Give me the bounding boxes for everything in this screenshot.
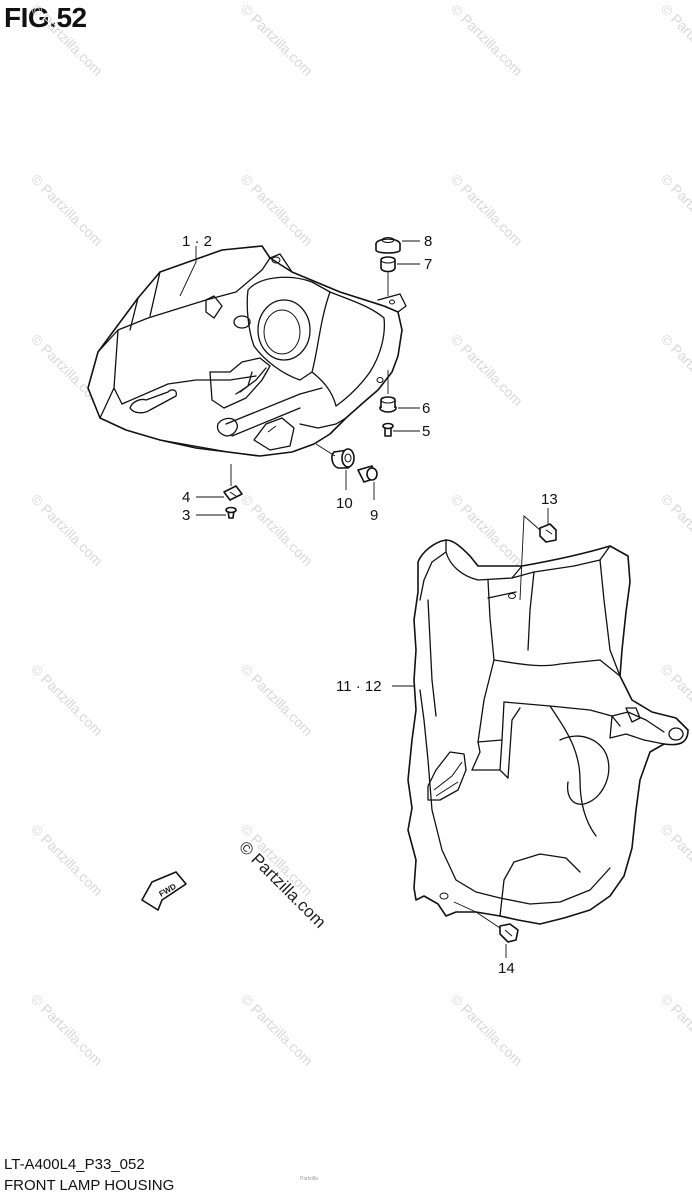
collar-10[interactable] [331, 448, 355, 469]
watermark-text: © Partzilla.com [238, 171, 316, 249]
callout-10: 10 [336, 495, 353, 512]
collar-6[interactable] [379, 396, 397, 413]
clip-14[interactable] [499, 923, 519, 943]
watermark-text: © Partzilla.com [238, 661, 316, 739]
watermark-text: © Partzilla.com [658, 331, 692, 409]
clip-nut-4[interactable] [223, 485, 243, 501]
bolt-5[interactable] [382, 422, 394, 437]
callout-9: 9 [370, 507, 378, 524]
figure-caption: FRONT LAMP HOUSING [4, 1177, 175, 1194]
watermark-text: © Partzilla.com [238, 491, 316, 569]
grommet-8[interactable] [375, 237, 401, 254]
watermark-text: © Partzilla.com [28, 1, 106, 79]
watermark-text: © Partzilla.com [28, 661, 106, 739]
callout-3: 3 [182, 507, 190, 524]
watermark-text: © Partzilla.com [658, 1, 692, 79]
watermark-text: © Partzilla.com [448, 171, 526, 249]
callout-8: 8 [424, 233, 432, 250]
watermark-text: © Partzilla.com [658, 171, 692, 249]
fwd-direction-arrow: FWD [141, 871, 187, 911]
center-watermark: © Partzilla.com [235, 837, 329, 931]
figure-title: FIG.52 [4, 2, 87, 33]
callout-7: 7 [424, 256, 432, 273]
watermark-text: © Partzilla.com [448, 1, 526, 79]
screw-3[interactable] [225, 506, 237, 519]
watermark-text: © Partzilla.com [658, 991, 692, 1069]
callout-14: 14 [498, 960, 515, 977]
watermark-text: © Partzilla.com [238, 1, 316, 79]
callout-1-2: 1 · 2 [182, 233, 212, 250]
watermark-text: © Partzilla.com [28, 491, 106, 569]
upper-lamp-housing[interactable] [87, 245, 407, 457]
watermark-text: © Partzilla.com [448, 331, 526, 409]
watermark-text: © Partzilla.com [28, 991, 106, 1069]
watermark-text: © Partzilla.com [238, 991, 316, 1069]
callout-4: 4 [182, 489, 190, 506]
watermark-text: © Partzilla.com [28, 171, 106, 249]
collar-7[interactable] [380, 256, 396, 273]
watermark-text: © Partzilla.com [658, 491, 692, 569]
callout-11-12: 11 · 12 [336, 678, 382, 695]
clip-13[interactable] [539, 523, 557, 543]
callout-6: 6 [422, 400, 430, 417]
footer-fine-print: Partzilla [300, 1176, 318, 1182]
inner-panel[interactable] [407, 539, 689, 925]
watermark-text: © Partzilla.com [658, 821, 692, 899]
callout-13: 13 [541, 491, 558, 508]
callout-5: 5 [422, 423, 430, 440]
leader-lines [179, 240, 549, 958]
watermark-text: © Partzilla.com [28, 821, 106, 899]
figure-code: LT-A400L4_P33_052 [4, 1156, 145, 1173]
watermark-text: © Partzilla.com [448, 991, 526, 1069]
bolt-9[interactable] [357, 465, 378, 483]
